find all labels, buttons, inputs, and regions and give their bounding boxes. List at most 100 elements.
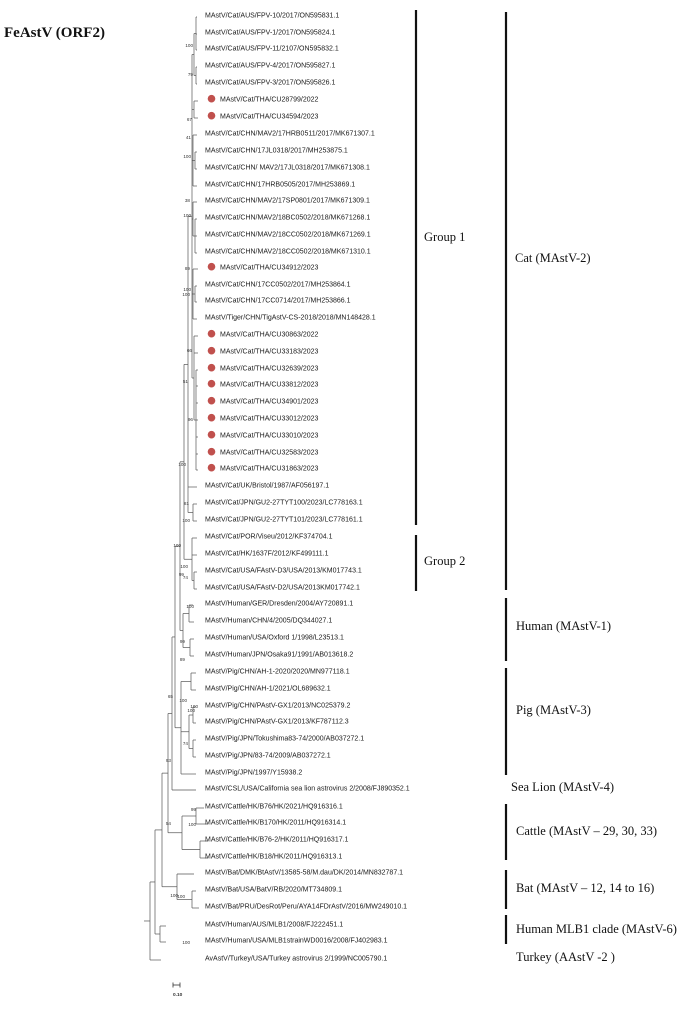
leaf-label: MAstV/Cat/THA/CU28799/2022 [220,97,319,104]
group-label: Pig (MAstV-3) [516,703,591,717]
leaf-label: MAstV/Human/USA/MLB1strainWD0016/2008/FJ… [205,938,388,945]
bootstrap-value: 96 [188,417,194,422]
leaf-label: MAstV/Bat/USA/BatV/RB/2020/MT734809.1 [205,887,342,894]
leaf-label: MAstV/Cat/CHN/17CC0714/2017/MH253866.1 [205,298,351,305]
bootstrap-value: 66 [187,348,193,353]
leaf-label: MAstV/Cat/THA/CU33012/2023 [220,416,319,423]
bootstrap-value: 100 [170,893,178,898]
scale-bar: 0.10 [172,982,183,998]
group-label: Sea Lion (MAstV-4) [511,780,614,794]
sample-marker-dot [207,94,216,103]
leaf-label: MAstV/Cat/CHN/17CC0502/2017/MH253864.1 [205,282,351,289]
group-label: Cattle (MAstV – 29, 30, 33) [516,824,657,838]
group-label: Bat (MAstV – 12, 14 to 16) [516,881,654,895]
leaf-label: MAstV/Cattle/HK/B18/HK/2011/HQ916313.1 [205,854,342,861]
bootstrap-value: 99 [191,807,197,812]
leaf-label: MAstV/Cat/THA/CU33010/2023 [220,433,319,440]
leaf-label: MAstV/Cat/THA/CU34912/2023 [220,265,319,272]
bootstrap-value: 100 [182,940,190,945]
leaf-label: MAstV/Cat/THA/CU33183/2023 [220,349,319,356]
group-label: Human MLB1 clade (MAstV-6) [516,922,677,936]
sample-marker-dot [207,111,216,120]
leaf-label: MAstV/Cat/CHN/MAV2/18CC0502/2018/MK67126… [205,232,371,239]
subgroup-label: Group 2 [424,554,465,568]
bootstrap-value: 100 [182,518,190,523]
sample-marker-dot [207,346,216,355]
leaf-label: MAstV/Cat/CHN/MAV2/17SP0801/2017/MK67130… [205,198,370,205]
bootstrap-value: 74 [183,575,189,580]
leaf-label: MAstV/Cat/THA/CU32583/2023 [220,450,319,457]
leaf-label: MAstV/Pig/JPN/1997/Y15938.2 [205,770,302,777]
leaf-label: MAstV/Cattle/HK/B76/HK/2021/HQ916316.1 [205,804,343,811]
leaf-label: MAstV/Pig/JPN/Tokushima83-74/2000/AB0372… [205,736,364,743]
bootstrap-value: 100 [179,698,187,703]
bootstrap-value: 100 [173,543,181,548]
sample-markers [207,94,216,472]
sample-marker-dot [207,396,216,405]
leaf-label: MAstV/Human/JPN/Osaka91/1991/AB013618.2 [205,652,353,659]
leaf-label: MAstV/Human/USA/Oxford 1/1998/L23513.1 [205,635,344,642]
bootstrap-value: 67 [187,117,193,122]
leaf-label: MAstV/Cat/AUS/FPV-10/2017/ON595831.1 [205,13,339,20]
leaf-label: MAstV/Cat/AUS/FPV-3/2017/ON595826.1 [205,80,335,87]
bootstrap-value: 93 [166,758,172,763]
leaf-label: MAstV/Human/CHN/4/2005/DQ344027.1 [205,618,332,625]
leaf-label: MAstV/Cat/JPN/GU2-27TYT101/2023/LC778161… [205,517,363,524]
bootstrap-value: 100 [177,894,185,899]
leaf-label: MAstV/Pig/CHN/AH-1-2020/2020/MN977118.1 [205,669,350,676]
leaf-label: MAstV/Tiger/CHN/TigAstV-CS-2018/2018/MN1… [205,315,376,322]
leaf-label: MAstV/Pig/CHN/PAstV-GX1/2013/NC025379.2 [205,703,350,710]
leaf-label: MAstV/Cat/CHN/MAV2/17HRB0511/2017/MK6713… [205,131,375,138]
bootstrap-value: 65 [168,694,174,699]
bootstrap-value: 89 [185,266,191,271]
sample-marker-dot [207,262,216,271]
leaf-label: MAstV/Cat/THA/CU34901/2023 [220,399,319,406]
leaf-label: MAstV/Cat/UK/Bristol/1987/AF056197.1 [205,483,329,490]
leaf-label: MAstV/Cat/AUS/FPV-11/2107/ON595832.1 [205,46,339,53]
bootstrap-value: 38 [185,198,191,203]
leaf-label: MAstV/Pig/CHN/AH-1/2021/OL689632.1 [205,686,331,693]
leaf-label: MAstV/Pig/CHN/PAstV-GX1/2013/KF787112.3 [205,719,349,726]
bootstrap-value: 100 [187,708,195,713]
bootstrap-value: 100 [190,704,198,709]
bootstrap-labels: 1007967411003810089100665196100100811001… [166,43,199,945]
leaf-label: MAstV/Cat/THA/CU34594/2023 [220,114,319,121]
leaf-label: MAstV/Human/AUS/MLB1/2008/FJ222451.1 [205,922,343,929]
bootstrap-value: 100 [182,292,190,297]
leaf-label: AvAstV/Turkey/USA/Turkey astrovirus 2/19… [205,956,387,963]
leaf-label: MAstV/Cat/THA/CU33812/2023 [220,382,319,389]
bootstrap-value: 100 [185,43,193,48]
bootstrap-value: 54 [166,821,172,826]
sample-marker-dot [207,413,216,422]
sample-marker-dot [207,363,216,372]
bootstrap-value: 100 [188,822,196,827]
leaf-label: MAstV/Cat/CHN/17JL0318/2017/MH253875.1 [205,148,348,155]
leaf-label: MAstV/Cattle/HK/B170/HK/2011/HQ916314.1 [205,820,346,827]
sample-marker-dot [207,463,216,472]
leaf-label: MAstV/Pig/JPN/83-74/2009/AB037272.1 [205,753,331,760]
leaf-label: MAstV/Cat/CHN/17HRB0505/2017/MH253869.1 [205,182,355,189]
group-label: Turkey (AAstV -2 ) [516,950,615,964]
leaf-label: MAstV/Cat/CHN/MAV2/18CC0502/2018/MK67131… [205,249,371,256]
bootstrap-value: 81 [184,501,190,506]
tree-branches [144,16,208,961]
bootstrap-value: 41 [186,135,192,140]
leaf-labels: MAstV/Cat/AUS/FPV-10/2017/ON595831.1MAst… [205,13,410,963]
figure-title: FeAstV (ORF2) [4,25,105,41]
leaf-label: MAstV/Cat/USA/FAstV-D3/USA/2013/KM017743… [205,568,362,575]
bootstrap-value: 100 [180,564,188,569]
bootstrap-value: 99 [179,572,185,577]
leaf-label: MAstV/Cat/AUS/FPV-1/2017/ON595824.1 [205,30,335,37]
bootstrap-value: 100 [183,154,191,159]
leaf-label: MAstV/Cat/USA/FAstV-D2/USA/2013KM017742.… [205,585,360,592]
leaf-label: MAstV/Bat/DMK/BtAstV/13585-58/M.dau/DK/2… [205,870,403,877]
leaf-label: MAstV/Cat/THA/CU30863/2022 [220,332,319,339]
leaf-label: MAstV/Cat/THA/CU31863/2023 [220,466,319,473]
bootstrap-value: 100 [186,604,194,609]
group-label: Human (MAstV-1) [516,619,611,633]
bootstrap-value: 99 [180,639,186,644]
leaf-label: MAstV/Bat/PRU/DesRot/Peru/AYA14FDrAstV/2… [205,904,407,911]
leaf-label: MAstV/Cat/THA/CU32639/2023 [220,366,319,373]
